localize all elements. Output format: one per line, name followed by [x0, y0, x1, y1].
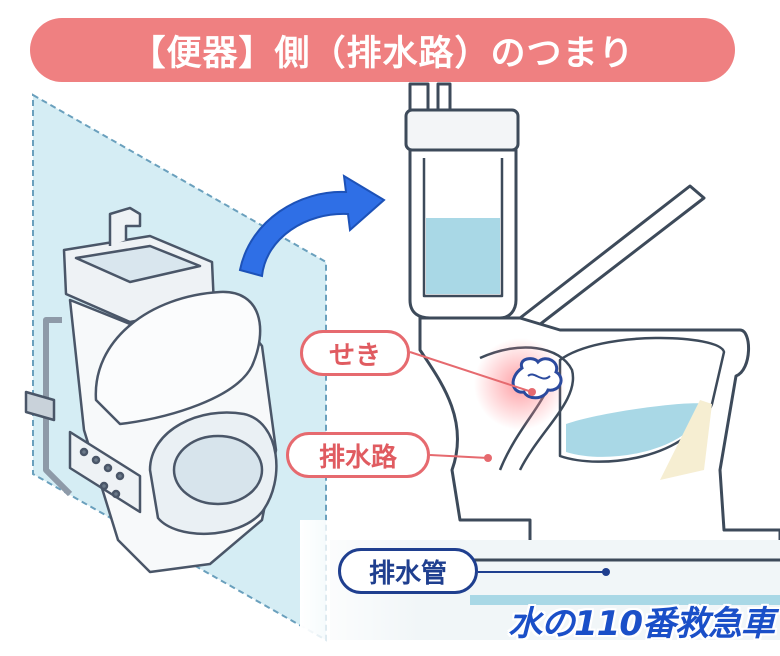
label-weir-text: せき	[328, 340, 381, 371]
curved-arrow-icon	[238, 174, 386, 278]
toilet-3d-view	[24, 206, 278, 574]
title-banner: 【便器】側（排水路）のつまり	[30, 18, 735, 82]
label-drain-path-text: 排水路	[318, 442, 397, 473]
brand-logo-text: 水の110番救急車	[508, 603, 775, 644]
brand-logo: 水の110番救急車	[508, 592, 775, 648]
label-drain-pipe-text: 排水管	[368, 558, 447, 589]
page-title: 【便器】側（排水路）のつまり	[130, 33, 635, 74]
label-drain-path: 排水路	[286, 432, 430, 478]
toilet-paper-clog-icon	[511, 357, 563, 400]
leader-lines	[409, 351, 610, 576]
label-drain-pipe: 排水管	[338, 548, 478, 594]
label-weir: せき	[300, 330, 410, 376]
